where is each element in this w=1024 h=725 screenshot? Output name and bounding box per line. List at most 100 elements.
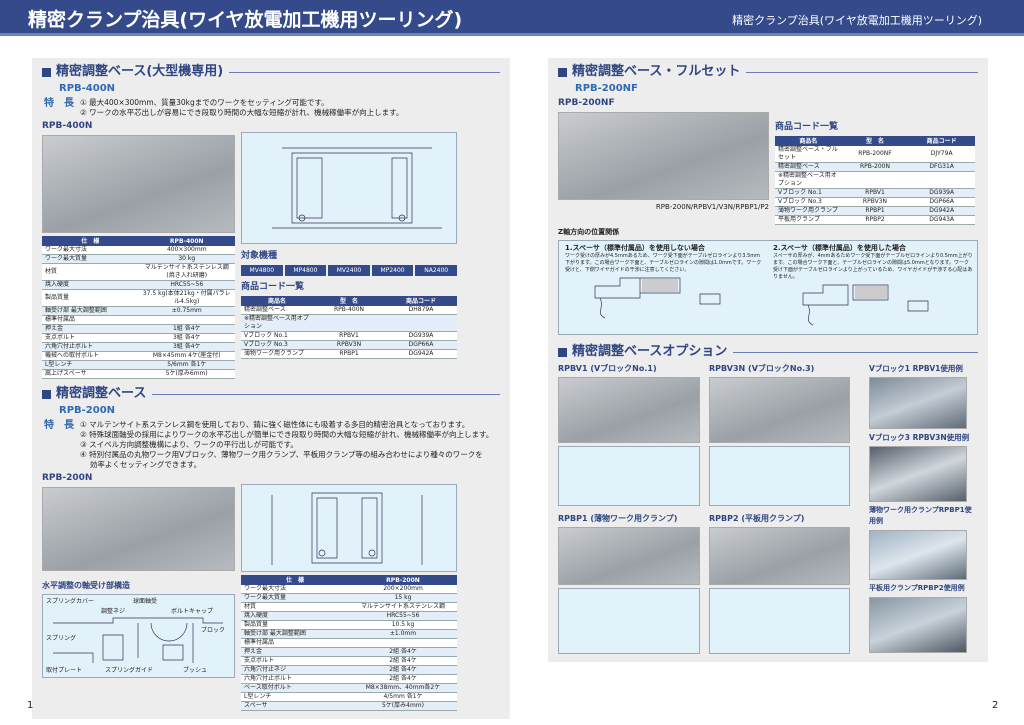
table-cell: 薄物ワーク用クランプ bbox=[241, 349, 313, 359]
table-cell: RPBP2 bbox=[841, 215, 909, 225]
section-title-rpb400n: 精密調整ベース(大型機専用) bbox=[42, 64, 500, 80]
example-label: Vブロック1 RPBV1使用例 bbox=[869, 364, 963, 373]
z-case-title: 1.スペーサ（標準付属品）を使用しない場合 bbox=[565, 244, 705, 252]
example-photo bbox=[869, 446, 967, 502]
table-cell: DH879A bbox=[385, 306, 457, 315]
table-cell bbox=[349, 638, 457, 648]
table-cell: 押え金 bbox=[241, 647, 349, 657]
table-cell: DG942A bbox=[908, 206, 975, 216]
header-bar: 精密クランプ治具(ワイヤ放電加工機用ツーリング) 精密クランプ治具(ワイヤ放電加… bbox=[0, 0, 1024, 36]
table-cell: RPBV1 bbox=[841, 188, 909, 198]
table-row: 軸受け部 最大調整範囲±0.75mm bbox=[42, 306, 235, 316]
table-cell: 200×200mm bbox=[349, 585, 457, 594]
table-cell: RPBP1 bbox=[313, 349, 385, 359]
z-case-text: ワーク受けの厚みが4.5mmあるため、ワーク受下面がテーブルゼロラインより3.5… bbox=[565, 253, 762, 273]
z-axis-diagram: 1.スペーサ（標準付属品）を使用しない場合 ワーク受けの厚みが4.5mmあるため… bbox=[558, 240, 978, 335]
table-cell: M8×38mm、40mm各2ケ bbox=[349, 683, 457, 693]
table-cell: Vブロック No.1 bbox=[241, 331, 313, 341]
table-cell bbox=[385, 314, 457, 332]
option-drawing-rpbp2 bbox=[709, 588, 850, 654]
table-cell: RPBV3N bbox=[841, 197, 909, 207]
table-cell: 15 kg bbox=[349, 593, 457, 603]
table-cell: 5ケ(厚み4mm) bbox=[349, 701, 457, 711]
table-cell: RPBP1 bbox=[841, 206, 909, 216]
table-cell: 六角穴付止ネジ bbox=[241, 665, 349, 675]
table-cell: 薄物ワーク用クランプ bbox=[775, 206, 842, 216]
feature-item: ② 特殊球面軸受の採用によりワークの水平芯出しが簡単にでき段取り時間の大幅な短縮… bbox=[80, 430, 494, 439]
photo-label: RPB-400N bbox=[42, 121, 93, 131]
feature-item: ③ スイベル方向調整機構により、ワークの平行出しが可能です。 bbox=[80, 440, 298, 449]
table-cell: DGP66A bbox=[385, 340, 457, 350]
table-cell: Vブロック No.3 bbox=[775, 197, 842, 207]
table-cell: 30 kg bbox=[138, 254, 235, 264]
features: 特 長 ① 最大400×300mm、質量30kgまでのワークをセッティング可能で… bbox=[42, 98, 500, 118]
table-cell: M8×45mm 4ケ(座金付) bbox=[138, 351, 235, 361]
machine-badge: NA2400 bbox=[415, 265, 457, 276]
technical-drawing-rpb200n bbox=[241, 484, 457, 572]
example-photo bbox=[869, 377, 967, 429]
table-cell: 2組 各4ケ bbox=[349, 674, 457, 684]
option-label: RPBV3N (VブロックNo.3) bbox=[709, 364, 815, 373]
example-label: 薄物ワーク用クランプRPBP1使用例 bbox=[869, 506, 972, 525]
option-drawing-rpbv1 bbox=[558, 446, 700, 506]
table-cell: 焼入硬度 bbox=[241, 611, 349, 621]
header-right-title: 精密クランプ治具(ワイヤ放電加工機用ツーリング) bbox=[732, 14, 982, 27]
table-cell: ワーク最大質量 bbox=[241, 593, 349, 603]
table-cell: DG942A bbox=[385, 349, 457, 359]
table-row: 材質マルテンサイト系ステンレス鋼 bbox=[241, 602, 457, 612]
table-cell: RPB-400N bbox=[313, 306, 385, 315]
part-label: ボルトキャップ bbox=[171, 608, 214, 615]
table-cell: マルテンサイト系ステンレス鋼 bbox=[349, 602, 457, 612]
table-row: 軸受け部 最大調整範囲±1.0mm bbox=[241, 629, 457, 639]
example-label: 平板用クランプRPBP2使用例 bbox=[869, 584, 965, 592]
table-cell: Vブロック No.3 bbox=[241, 340, 313, 350]
table-cell: 2組 各4ケ bbox=[349, 647, 457, 657]
header-title: 精密クランプ治具(ワイヤ放電加工機用ツーリング) bbox=[28, 9, 463, 31]
table-cell: HRC55~56 bbox=[349, 611, 457, 621]
example-photo bbox=[869, 597, 967, 653]
z-case-2-drawing bbox=[802, 284, 929, 326]
z-case-text: スペーサの厚みが、4mmあるためワーク受下面がテーブルゼロラインより0.5mm上… bbox=[773, 253, 973, 280]
table-cell bbox=[313, 314, 385, 332]
feature-item: ② ワークの水平芯出しが容易にでき段取り時間の大幅な短縮が計れ、機械稼働率が向上… bbox=[80, 108, 404, 117]
page-number-right: 2 bbox=[992, 700, 999, 711]
bearing-structure-diagram: スプリングカバー 調整ネジ 球面軸受 ボルトキャップ ブロック スプリング 取付… bbox=[42, 594, 235, 678]
table-row: 材質マルテンサイト系ステンレス鋼(焼き入れ研磨) bbox=[42, 263, 235, 281]
section-title-options: 精密調整ベースオプション bbox=[558, 344, 978, 360]
table-cell: 軸受け部 最大調整範囲 bbox=[241, 629, 349, 639]
table-cell: ※精密調整ベース用オプション bbox=[775, 171, 842, 189]
table-cell: 焼入硬度 bbox=[42, 280, 139, 290]
z-case-1-drawing bbox=[594, 277, 721, 319]
table-cell: 押え金 bbox=[42, 324, 139, 334]
option-photo-rpbp2 bbox=[709, 527, 850, 585]
feature-item: ④ 特別付属品の丸物ワーク用Vブロック、薄物ワーク用クランプ、平板用クランプ等の… bbox=[80, 450, 483, 459]
option-label: RPBV1 (VブロックNo.1) bbox=[558, 364, 657, 373]
table-cell: 37.5 kg(本体21kg・付属パラレル4.5kg) bbox=[138, 289, 235, 307]
part-label: ブッシュ bbox=[183, 667, 208, 674]
option-label: RPBP2 (平板用クランプ) bbox=[709, 514, 805, 523]
table-cell: 機械への取付ボルト bbox=[42, 351, 139, 361]
option-drawing-rpbp1 bbox=[558, 588, 700, 654]
part-label: スプリングガイド bbox=[105, 667, 154, 674]
table-cell: 材質 bbox=[241, 602, 349, 612]
table-cell: 5ケ(厚み6mm) bbox=[138, 369, 235, 379]
table-cell bbox=[908, 171, 975, 189]
feature-item: 効率よくセッティングできます。 bbox=[80, 460, 202, 469]
product-photo-rpb200nf bbox=[558, 112, 769, 200]
